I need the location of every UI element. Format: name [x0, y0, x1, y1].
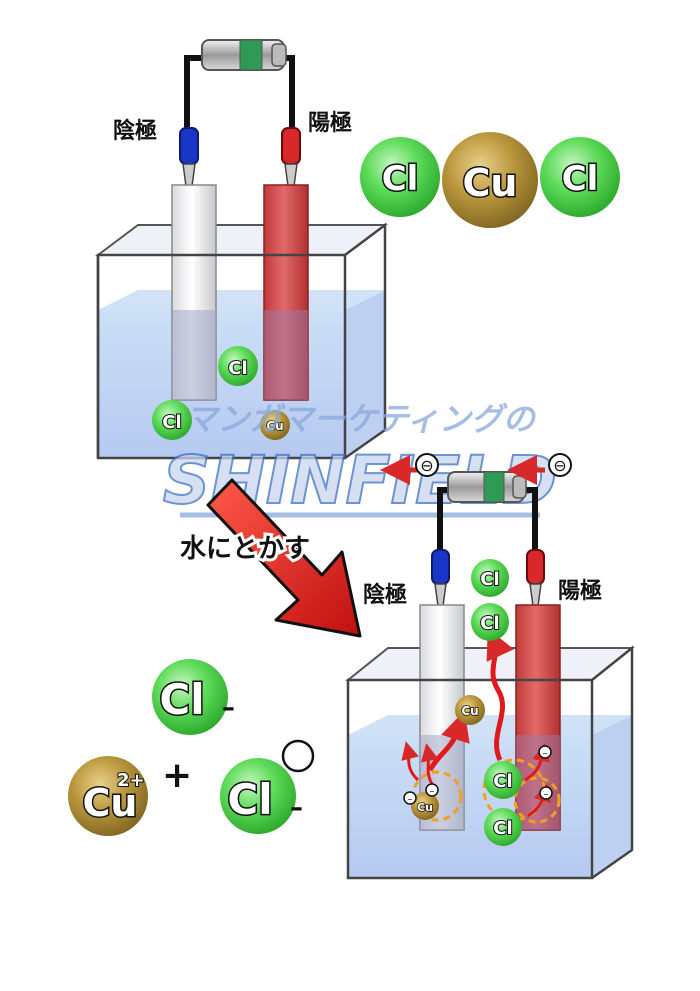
- dissolve-label: 水にとかす: [180, 534, 310, 564]
- cl-atom: [360, 137, 440, 217]
- electron-icon: [539, 786, 553, 800]
- molecule-cl-right: Cl: [562, 159, 599, 199]
- ion-cl-b-charge: –: [290, 793, 303, 823]
- electron-small-3: –: [543, 748, 548, 759]
- clip-icon: [179, 127, 199, 187]
- top-solution-ions: Cl Cl Cu: [152, 346, 290, 440]
- battery-icon: [201, 39, 287, 71]
- top-anode-label: 陽極: [308, 110, 352, 136]
- top-ion-cl-2: Cl: [162, 412, 181, 433]
- ion-cl-a-charge: –: [222, 693, 235, 723]
- arrow-icon: [206, 478, 362, 638]
- electron-icon: [538, 745, 552, 759]
- electron-small-1: –: [408, 794, 413, 805]
- molecule-cl-left: Cl: [382, 159, 419, 199]
- electron-icon: [403, 791, 417, 805]
- electron-small-2: –: [430, 786, 435, 797]
- cucl2-molecule: Cl Cu Cl: [360, 132, 620, 228]
- container-back: [95, 224, 388, 256]
- chlorine-gas: Cl Cl: [471, 559, 509, 641]
- solution-cl-2: Cl: [493, 818, 512, 839]
- cu-deposit: Cu: [417, 801, 433, 814]
- cu-atom: [442, 132, 538, 228]
- electron-icon: [548, 453, 572, 477]
- gas-cl-2: Cl: [480, 613, 499, 634]
- ion-cu-charge: 2+: [117, 770, 145, 791]
- clip-icon: [526, 549, 545, 607]
- clip-icon: [431, 549, 450, 607]
- ion-cl-a: Cl: [159, 675, 204, 724]
- electron-icon: [415, 453, 439, 477]
- top-ion-cl-1: Cl: [228, 358, 247, 379]
- electron-icon: [425, 783, 439, 797]
- ions-group: Cl – Cu 2+ + Cl –: [68, 659, 315, 836]
- gas-cl-1: Cl: [480, 569, 499, 590]
- plus-sign: +: [162, 755, 192, 796]
- battery-icon: [447, 471, 527, 503]
- electron-symbol-left: ⊖: [420, 456, 433, 475]
- electron-icon: [281, 739, 315, 773]
- bottom-cathode-label: 陰極: [363, 582, 407, 608]
- solution-cl-1: Cl: [493, 771, 512, 792]
- clip-icon: [281, 127, 301, 187]
- top-apparatus: [95, 39, 388, 460]
- ion-cu: Cu: [83, 781, 138, 825]
- bottom-anode-label: 陽極: [558, 578, 602, 604]
- watermark-line1: マンガマーケティングの: [185, 400, 536, 438]
- molecule-cu: Cu: [463, 161, 518, 205]
- cl-atom: [540, 137, 620, 217]
- top-cathode-label: 陰極: [113, 118, 157, 144]
- small-electrons: – – – –: [403, 745, 553, 805]
- ion-cl-b: Cl: [227, 775, 272, 824]
- cu-rising: Cu: [461, 704, 478, 718]
- electron-symbol-right: ⊖: [553, 456, 566, 475]
- electron-small-4: –: [544, 789, 549, 800]
- top-ion-cu: Cu: [266, 419, 283, 433]
